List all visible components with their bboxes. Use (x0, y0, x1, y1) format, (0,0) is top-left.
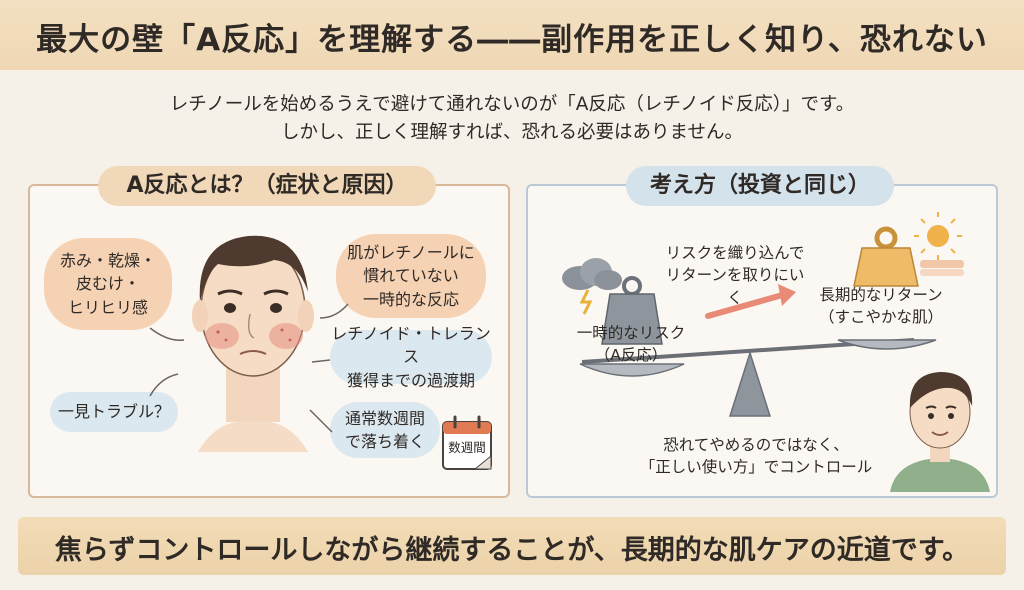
symptoms-line-3: ヒリヒリ感 (67, 297, 148, 317)
calendar-text: 数週間 (448, 440, 486, 455)
title-band (0, 0, 1024, 70)
intro-line-1: レチノールを始めるうえで避けて通れないのが「A反応（レチノイド反応）」です。 (169, 94, 855, 115)
symptoms-line-1: 赤み・乾燥・ (59, 251, 156, 271)
irritated-face-illustration (178, 212, 328, 452)
cause-line-1: 肌がレチノールに (347, 243, 475, 263)
cause-bubble: 肌がレチノールに 慣れていない 一時的な反応 (336, 234, 486, 318)
settle-bubble: 通常数週間 で落ち着く (330, 402, 440, 458)
symptoms-line-2: 皮むけ・ (75, 274, 140, 294)
arrow-caption: リスクを織り込んで リターンを取りにいく (660, 242, 810, 309)
balance-scale-illustration (562, 212, 964, 417)
cause-line-3: 一時的な反応 (362, 289, 459, 309)
tolerance-line-1: レチノイド・トレランス (331, 324, 491, 367)
risk-label: 一時的なリスク （A反応） (566, 322, 696, 367)
tolerance-line-2: 獲得までの過渡期 (346, 370, 475, 390)
storm-cloud-icon (562, 258, 622, 315)
settle-line-2: で落ち着く (344, 432, 425, 451)
risk-label-line-1: 一時的なリスク (576, 324, 686, 342)
left-panel-title: A反応とは？（症状と原因） (98, 166, 436, 206)
control-line-2: 「正しい使い方」でコントロール (639, 458, 873, 477)
intro-line-2: しかし、正しく理解すれば、恐れる必要はありません。 (281, 122, 743, 143)
tolerance-bubble: レチノイド・トレランス 獲得までの過渡期 (330, 324, 492, 390)
cause-line-2: 慣れていない (363, 266, 459, 286)
conclusion-band (18, 517, 1006, 575)
arrow-caption-line-2: リターンを取りにいく (665, 266, 805, 307)
skin-layers-icon (920, 260, 964, 276)
calm-man-illustration (888, 360, 992, 492)
conclusion-text: 焦らずコントロールしながら継続することが、長期的な肌ケアの近道です。 (54, 535, 970, 566)
arrow-caption-line-1: リスクを織り込んで (665, 244, 805, 262)
settle-line-1: 通常数週間 (344, 408, 425, 428)
sun-icon (914, 212, 962, 260)
risk-label-line-2: （A反応） (594, 346, 668, 365)
control-line-1: 恐れてやめるのではなく、 (663, 436, 849, 454)
return-label-line-1: 長期的なリターン (819, 286, 943, 304)
trouble-bubble: 一見トラブル？ (50, 392, 178, 432)
page-title: 最大の壁「A反応」を理解する――副作用を正しく知り、恐れない (36, 22, 988, 58)
return-label: 長期的なリターン （すこやかな肌） (806, 284, 956, 329)
return-label-line-2: （すこやかな肌） (818, 308, 943, 327)
control-message: 恐れてやめるのではなく、 「正しい使い方」でコントロール (628, 434, 884, 479)
symptoms-bubble: 赤み・乾燥・ 皮むけ・ ヒリヒリ感 (44, 238, 172, 330)
trouble-label: 一見トラブル？ (57, 402, 170, 422)
calendar-icon (440, 414, 494, 472)
right-panel-title: 考え方（投資と同じ） (626, 166, 894, 206)
